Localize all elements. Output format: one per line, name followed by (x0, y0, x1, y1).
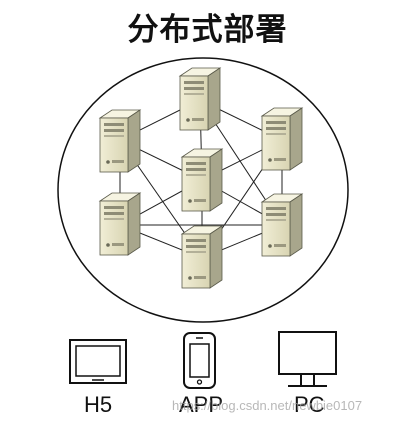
server-icon (261, 193, 303, 257)
client-label-pc: PC (294, 392, 325, 417)
watermark: https://blog.csdn.net/newbie0107 (172, 398, 363, 413)
server-icon (181, 225, 223, 289)
server-icon (99, 192, 141, 256)
server-icon (99, 109, 141, 173)
phone-icon (183, 332, 216, 389)
server-icon (179, 67, 221, 131)
monitor-icon (69, 339, 127, 384)
client-label-app: APP (179, 392, 224, 417)
desktop-icon (278, 331, 337, 387)
server-icon (261, 107, 303, 171)
diagram-title: 分布式部署 (127, 12, 288, 48)
client-label-h5: H5 (84, 392, 113, 417)
server-icon (181, 148, 223, 212)
